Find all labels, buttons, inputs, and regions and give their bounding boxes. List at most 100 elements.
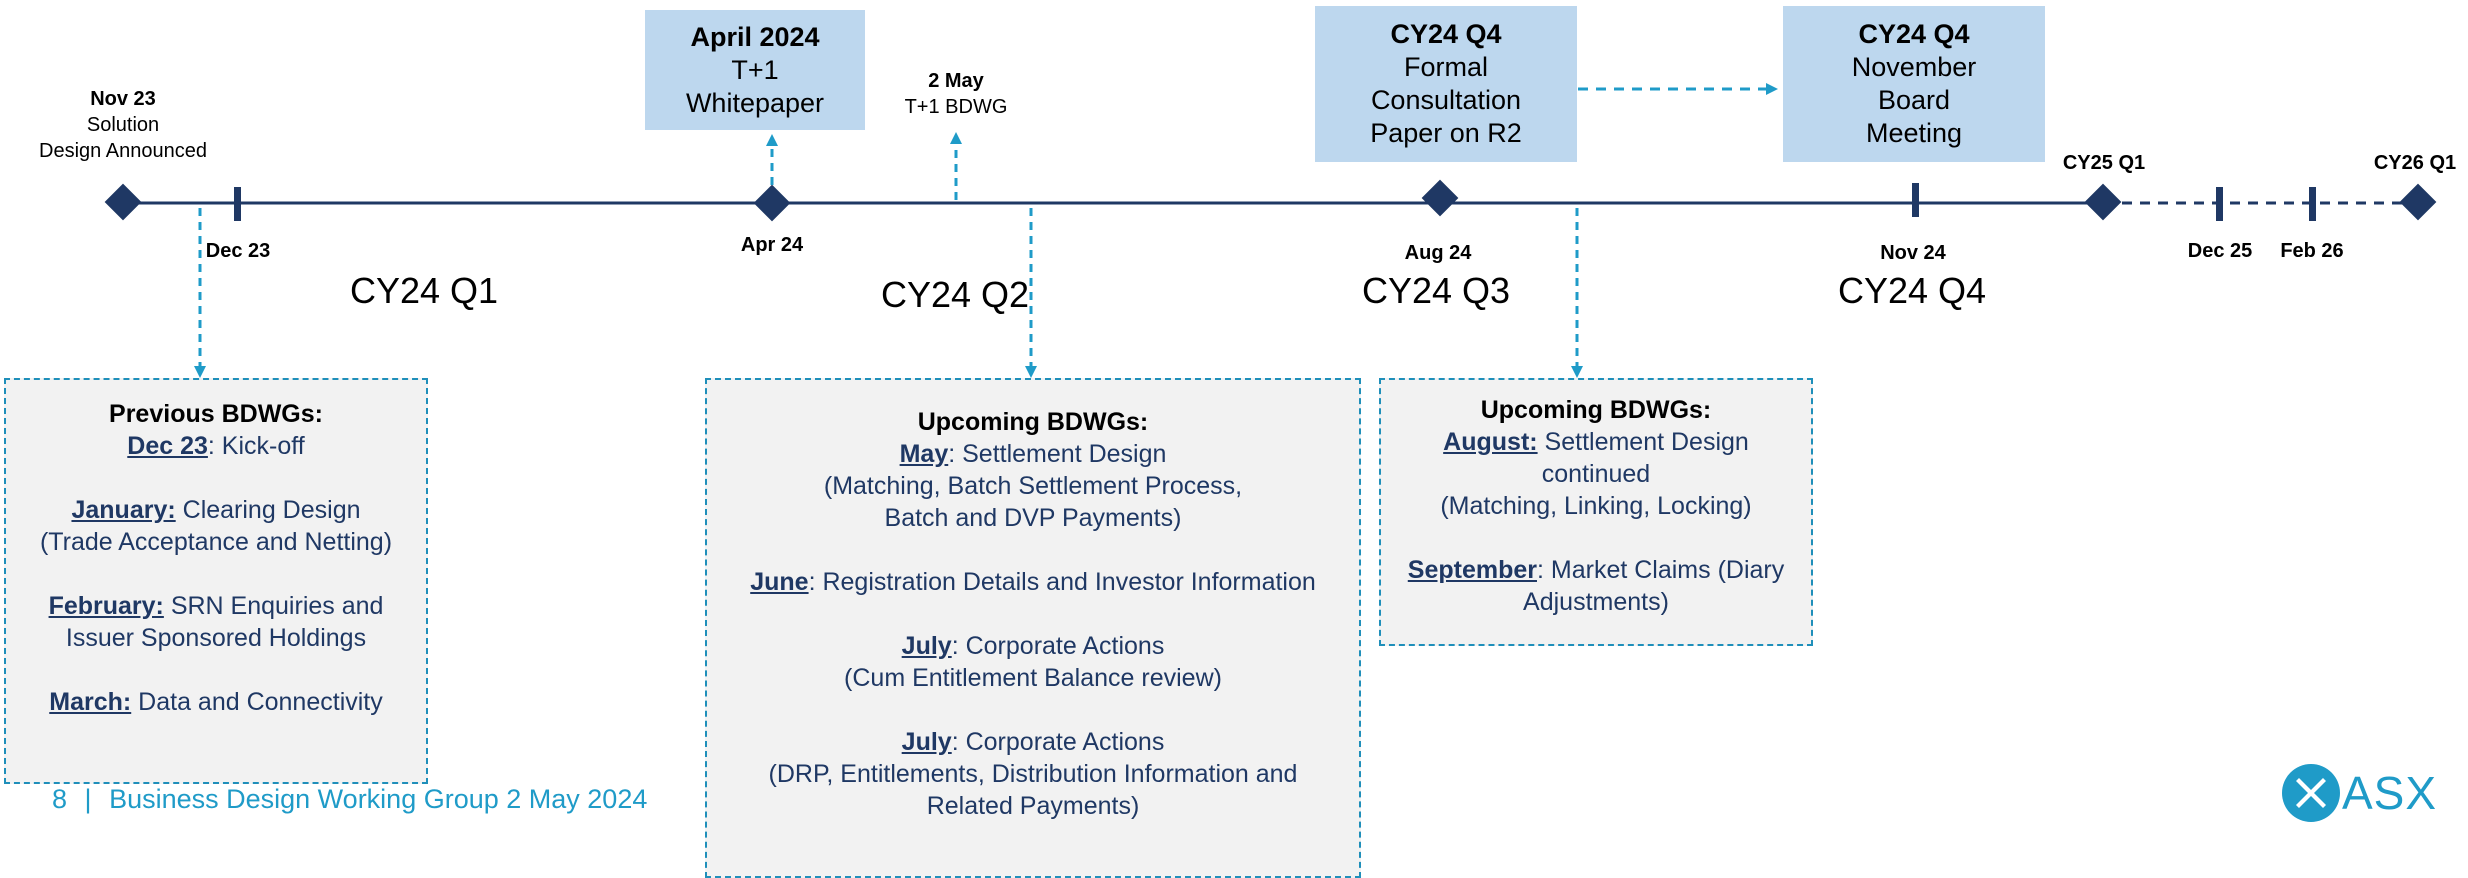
quarter-cy24q2: CY24 Q2 [880, 274, 1030, 315]
date-nov24: Nov 24 [1880, 242, 1946, 264]
previous-item-key: January: [71, 496, 176, 524]
milestone-diamond-cy25q1 [2084, 183, 2122, 221]
upcoming-q2-item: July: Corporate Actions (DRP, Entitlemen… [707, 726, 1359, 822]
upcoming-q3-item-extra: Adjustments) [1523, 588, 1669, 616]
previous-item-text: Kick-off [214, 432, 305, 460]
upcoming-q2-item-key: July [901, 632, 952, 660]
box-consultation-line2: Consultation [1370, 85, 1522, 115]
milestone-cy26q1: CY26 Q1 [2373, 152, 2457, 174]
upcoming-q2-item-extra2: Related Payments) [926, 792, 1140, 820]
upcoming-q3-box: Upcoming BDWGs: August: Settlement Desig… [1379, 378, 1813, 646]
previous-item: January: Clearing Design (Trade Acceptan… [6, 494, 426, 558]
upcoming-q2-item-extra: (Cum Entitlement Balance review) [844, 664, 1222, 692]
tick-feb26 [2309, 187, 2316, 221]
box-april-line2: Whitepaper [685, 87, 825, 118]
quarter-cy24q1: CY24 Q1 [349, 270, 499, 311]
upcoming-q3-item-extra2: (Matching, Linking, Locking) [1440, 492, 1752, 520]
date-aug24: Aug 24 [1404, 242, 1472, 264]
milestone-diamond-cy26q1 [2399, 183, 2437, 221]
previous-item: Dec 23: Kick-off [6, 430, 426, 462]
upcoming-q2-item: May: Settlement Design (Matching, Batch … [707, 438, 1359, 534]
upcoming-q2-item: July: Corporate Actions (Cum Entitlement… [707, 630, 1359, 694]
footer: 8 | Business Design Working Group 2 May … [52, 784, 647, 815]
upcoming-q2-item-sep: : [948, 440, 956, 468]
box-consultation-title: CY24 Q4 [1390, 19, 1502, 49]
upcoming-q3-item-extra: continued [1541, 460, 1651, 488]
upcoming-q2-item-extra2: Batch and DVP Payments) [884, 504, 1182, 532]
milestone-2may: 2 May T+1 BDWG [886, 68, 1026, 120]
upcoming-q2-item-text: Corporate Actions [958, 632, 1165, 660]
asx-logo: ASX [2282, 764, 2437, 822]
date-dec23: Dec 23 [205, 240, 271, 262]
box-april-title: April 2024 [690, 21, 820, 52]
previous-item-key: March: [49, 688, 132, 716]
quarter-cy24q4: CY24 Q4 [1837, 270, 1987, 311]
upcoming-q2-item-extra: (Matching, Batch Settlement Process, [823, 472, 1243, 500]
upcoming-q3-item-key: September [1407, 556, 1537, 584]
upcoming-q2-heading: Upcoming BDWGs: [917, 408, 1149, 436]
milestone-2may-title: 2 May [928, 70, 984, 92]
upcoming-q2-box: Upcoming BDWGs: May: Settlement Design (… [705, 378, 1361, 878]
box-april-line1: T+1 [731, 54, 779, 85]
previous-item-key: Dec 23 [127, 432, 208, 460]
milestone-nov23-title: Nov 23 [90, 88, 156, 110]
date-apr24: Apr 24 [740, 234, 804, 256]
previous-item-text: SRN Enquiries and [163, 592, 384, 620]
previous-item-extra: Issuer Sponsored Holdings [65, 624, 367, 652]
previous-item: March: Data and Connectivity [6, 686, 426, 718]
upcoming-q2-item-sep: : [808, 568, 816, 596]
box-board-line1: November [1851, 52, 1977, 82]
asx-logo-text: ASX [2342, 767, 2438, 819]
page-number: 8 [52, 784, 68, 814]
asx-logo-icon [2282, 764, 2340, 822]
footer-divider: | [84, 784, 92, 814]
box-consultation-line1: Formal [1403, 52, 1488, 82]
box-board-title: CY24 Q4 [1858, 19, 1970, 49]
upcoming-q3-item: August: Settlement Design continued (Mat… [1381, 426, 1811, 522]
milestone-diamond-aug24 [1421, 179, 1459, 217]
milestone-nov23: Nov 23 Solution Design Announced [18, 86, 228, 164]
upcoming-q3-item: September: Market Claims (Diary Adjustme… [1381, 554, 1811, 618]
box-consultation-paper: CY24 Q4 Formal Consultation Paper on R2 [1315, 6, 1577, 162]
footer-text: Business Design Working Group 2 May 2024 [109, 784, 648, 814]
tick-dec25 [2216, 187, 2223, 221]
previous-item-extra: (Trade Acceptance and Netting) [39, 528, 393, 556]
tick-nov24 [1912, 183, 1919, 217]
milestone-cy25q1: CY25 Q1 [2062, 152, 2146, 174]
tick-dec23 [234, 187, 241, 221]
date-feb26: Feb 26 [2280, 240, 2344, 262]
box-april-whitepaper: April 2024 T+1 Whitepaper [645, 10, 865, 130]
box-board-line3: Meeting [1865, 118, 1963, 148]
upcoming-q3-item-sep: : [1536, 556, 1544, 584]
box-consultation-line3: Paper on R2 [1370, 118, 1522, 148]
upcoming-q3-heading: Upcoming BDWGs: [1480, 396, 1712, 424]
previous-item-key: February: [48, 592, 164, 620]
upcoming-q2-item-sep: : [951, 632, 959, 660]
milestone-diamond-nov23 [104, 183, 142, 221]
previous-heading: Previous BDWGs: [109, 400, 323, 428]
upcoming-q2-item-key: May [899, 440, 949, 468]
previous-bdwgs-box: Previous BDWGs: Dec 23: Kick-off January… [4, 378, 428, 784]
previous-item-sep: : [207, 432, 215, 460]
quarter-cy24q3: CY24 Q3 [1361, 270, 1511, 311]
milestone-nov23-sub2: Design Announced [39, 140, 207, 162]
milestone-2may-sub: T+1 BDWG [904, 96, 1008, 118]
previous-item-text: Clearing Design [175, 496, 361, 524]
upcoming-q2-item-key: July [901, 728, 952, 756]
previous-item-text: Data and Connectivity [131, 688, 383, 716]
date-dec25: Dec 25 [2187, 240, 2253, 262]
upcoming-q2-item-extra: (DRP, Entitlements, Distribution Informa… [768, 760, 1298, 788]
milestone-nov23-sub: Solution [86, 114, 160, 136]
timeline-graphic [104, 83, 2437, 378]
upcoming-q2-item: June: Registration Details and Investor … [707, 566, 1359, 598]
upcoming-q2-item-sep: : [951, 728, 959, 756]
upcoming-q2-item-text: Settlement Design [955, 440, 1167, 468]
upcoming-q2-item-text: Registration Details and Investor Inform… [815, 568, 1316, 596]
upcoming-q3-item-key: August: [1443, 428, 1538, 456]
upcoming-q3-item-text: Market Claims (Diary [1543, 556, 1785, 584]
upcoming-q2-item-text: Corporate Actions [958, 728, 1165, 756]
box-board-line2: Board [1877, 85, 1951, 115]
milestone-diamond-apr24 [753, 184, 791, 222]
box-board-meeting: CY24 Q4 November Board Meeting [1783, 6, 2045, 162]
upcoming-q2-item-key: June [750, 568, 809, 596]
